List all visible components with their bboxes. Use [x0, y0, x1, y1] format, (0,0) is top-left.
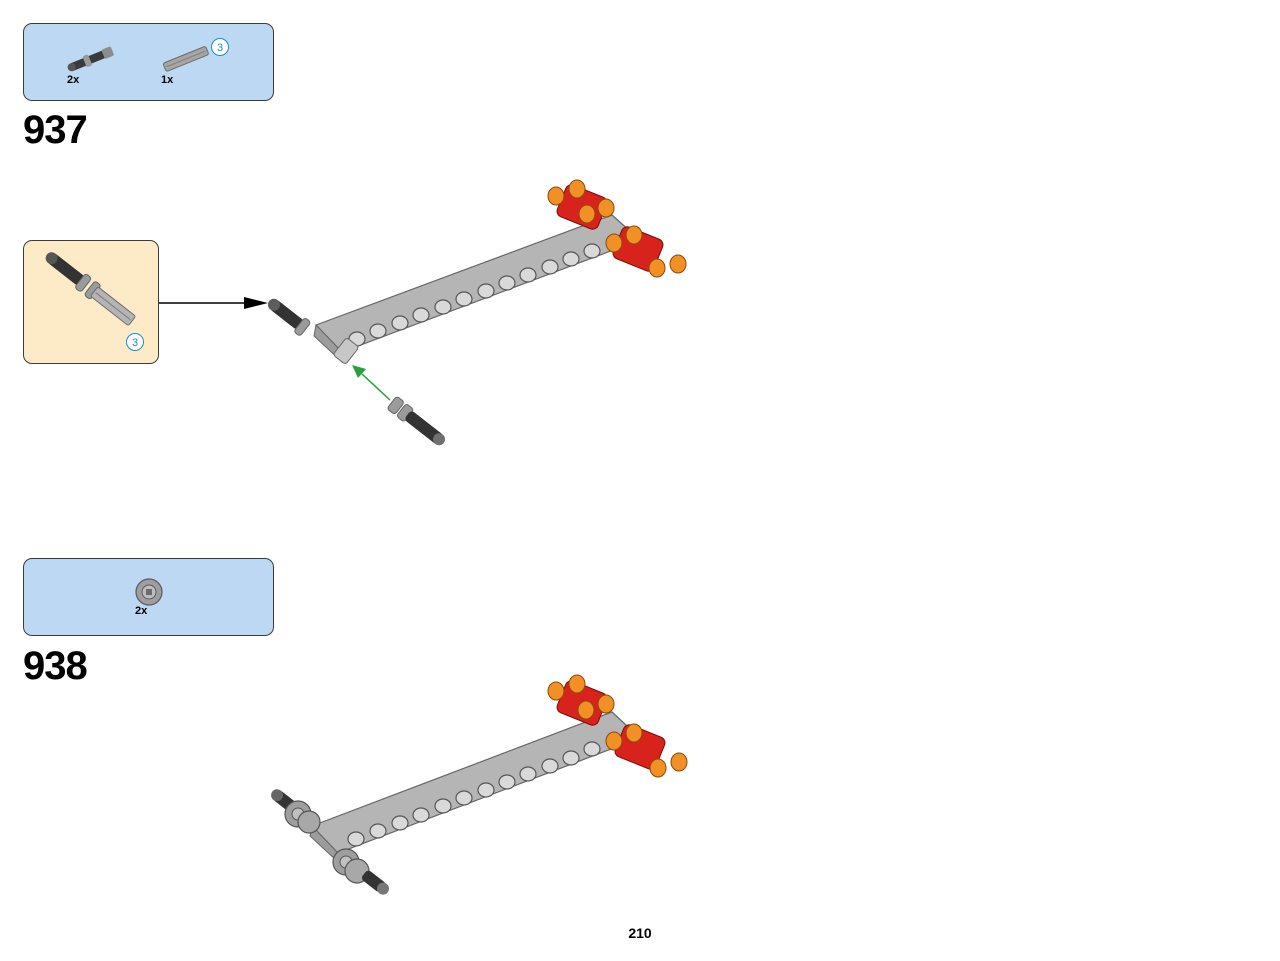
part-quantity: 2x — [67, 74, 80, 86]
step-number: 938 — [23, 644, 88, 688]
part-quantity: 1x — [161, 74, 174, 86]
axle-pin-inserted — [267, 298, 359, 364]
arrow-icon — [244, 297, 268, 309]
parts-list-box: 2x — [23, 558, 274, 636]
length-badge: 3 — [126, 333, 144, 351]
length-badge: 3 — [211, 38, 229, 56]
red-connector-group — [547, 179, 687, 278]
axle-pin-to-insert — [387, 396, 446, 446]
page-number: 210 — [628, 925, 652, 941]
subassembly-callout: 3 — [23, 240, 159, 364]
step-number: 937 — [23, 108, 88, 152]
half-bush-icon — [135, 578, 163, 606]
axle-pin-with-bush-icon — [67, 46, 114, 72]
axle-pin-with-bush-icon — [45, 252, 136, 326]
axle-3-icon — [162, 46, 209, 72]
red-connector-group — [547, 674, 688, 778]
parts-list-box: 2x 3 1x — [23, 23, 274, 101]
part-quantity: 2x — [135, 605, 148, 617]
insert-arrow-icon — [352, 365, 366, 378]
